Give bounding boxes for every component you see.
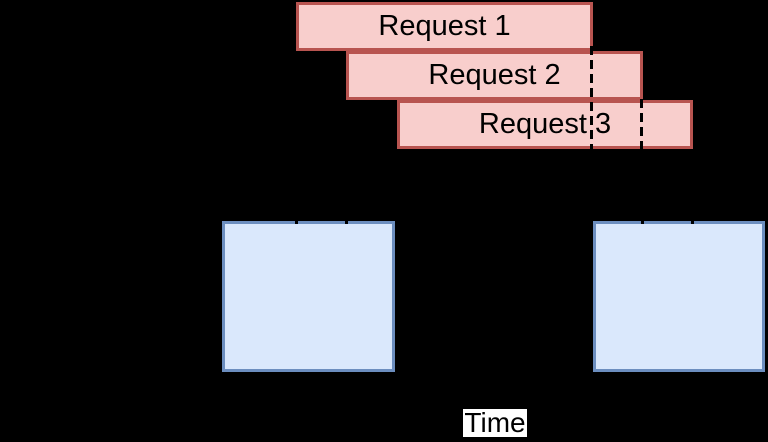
dash-tick-box1-b: [345, 218, 348, 224]
dashed-line-request1-end: [590, 46, 593, 149]
request-bar-3: Request 3: [397, 100, 693, 149]
batch-box-2: [593, 221, 765, 372]
dash-tick-box1-a: [295, 218, 298, 224]
request-3-label: Request 3: [478, 108, 612, 140]
request-bar-1: Request 1: [296, 2, 593, 51]
request-bar-2: Request 2: [346, 51, 643, 100]
dashed-line-request2-end: [640, 99, 643, 149]
request-2-label: Request 2: [428, 59, 561, 91]
batch-box-1: [222, 221, 395, 372]
time-axis-label: Time: [463, 407, 527, 438]
dash-tick-box2-b: [691, 218, 694, 224]
dash-tick-box2-a: [641, 218, 644, 224]
request-1-label: Request 1: [378, 10, 511, 42]
